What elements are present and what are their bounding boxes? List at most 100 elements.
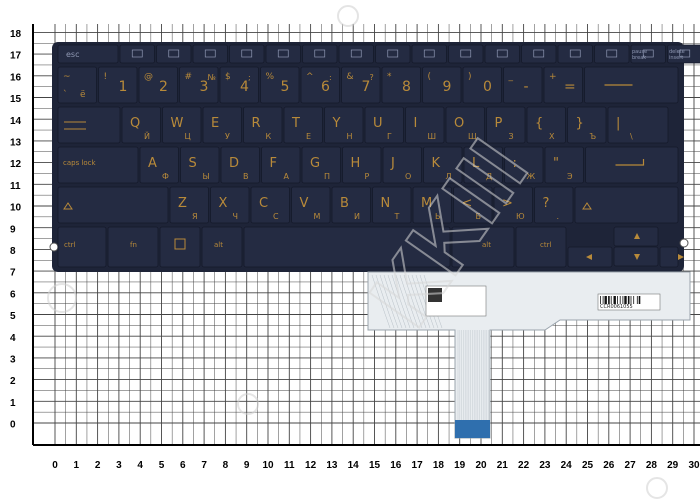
arrow-right-icon	[678, 254, 684, 260]
key-legend: Ш	[428, 132, 437, 141]
function-key	[229, 44, 265, 64]
key-legend: !	[104, 72, 108, 82]
key-letter	[331, 186, 371, 224]
key-letter	[180, 146, 220, 184]
key-legend: |	[616, 116, 620, 131]
key-legend: 5	[281, 79, 290, 95]
key-legend: Б	[476, 212, 482, 221]
key-fn	[107, 226, 159, 268]
x-tick-label: 30	[688, 460, 700, 471]
key-legend: &	[347, 72, 354, 82]
key-legend: `	[63, 89, 68, 100]
x-tick-label: 24	[561, 460, 573, 471]
key-legend: ?	[370, 73, 374, 82]
y-tick-label: 7	[10, 268, 16, 279]
key-legend: Ы	[203, 172, 210, 181]
barcode	[600, 296, 641, 304]
fn-label: fn	[130, 241, 137, 249]
key-legend: П	[324, 172, 330, 181]
key-number	[341, 66, 381, 104]
trace-line	[415, 274, 435, 329]
function-key	[594, 44, 630, 64]
y-tick-label: 17	[10, 51, 22, 62]
key-letter	[139, 146, 179, 184]
x-tick-label: 11	[284, 460, 295, 471]
key-letter	[291, 186, 331, 224]
key-letter	[445, 106, 485, 144]
key-legend: 3	[200, 79, 209, 95]
y-tick-label: 13	[10, 138, 22, 149]
key-legend: Х	[549, 132, 555, 141]
tab-icon	[64, 121, 86, 130]
barcode-bar	[633, 296, 635, 304]
barcode-bar	[617, 296, 618, 304]
function-key	[557, 44, 593, 64]
pause-label: break	[632, 55, 646, 61]
key-legend: )	[468, 72, 472, 82]
function-key	[302, 44, 338, 64]
barcode-bar	[638, 296, 641, 304]
key-letter	[567, 106, 607, 144]
x-tick-label: 7	[201, 460, 207, 471]
key-letter	[364, 106, 404, 144]
key-legend: Ц	[185, 132, 191, 141]
delete-label: insert	[669, 55, 683, 61]
function-key	[119, 44, 155, 64]
windows-icon	[174, 238, 186, 250]
y-tick-label: 18	[10, 29, 22, 40]
barcode-bar	[610, 296, 612, 304]
key-shift-right	[574, 186, 679, 224]
key-tab	[57, 106, 121, 144]
arrow-down-icon	[634, 254, 640, 260]
fn-icon	[387, 49, 399, 58]
trace-line	[411, 274, 431, 329]
key-capslock	[57, 146, 139, 184]
trace-line	[383, 274, 403, 329]
pause-label: pause	[632, 49, 647, 55]
y-tick-label: 11	[10, 181, 21, 192]
esc-label: esc	[66, 50, 80, 59]
key-letter	[382, 146, 422, 184]
y-tick-label: 10	[10, 203, 22, 214]
key-letter	[423, 146, 463, 184]
alt-label: alt	[482, 241, 491, 249]
key-arrow-right	[659, 246, 679, 268]
y-tick-label: 14	[10, 116, 22, 127]
fn-icon	[204, 49, 216, 58]
trace-line	[391, 274, 411, 329]
key-legend: Й	[144, 130, 150, 141]
x-tick-label: 15	[369, 460, 381, 471]
key-legend: 4	[240, 79, 249, 95]
key-legend: А	[284, 172, 290, 181]
key-legend: *	[387, 72, 392, 82]
key-legend: Д	[486, 172, 492, 181]
trace-line	[399, 274, 419, 329]
mount-hole-right	[679, 238, 689, 248]
key-legend: H	[351, 156, 361, 171]
ctrl-label: ctrl	[64, 241, 75, 249]
key-legend: 9	[443, 79, 452, 95]
key-tilde	[57, 66, 97, 104]
function-key	[448, 44, 484, 64]
key-legend: B	[340, 196, 349, 211]
fn-icon	[241, 49, 253, 58]
key-legend: A	[148, 156, 157, 171]
trace-line	[371, 274, 391, 329]
fn-icon	[460, 49, 472, 58]
key-number	[179, 66, 219, 104]
barcode-bar	[602, 296, 604, 304]
key-legend: Ф	[162, 172, 169, 181]
x-tick-label: 21	[497, 460, 509, 471]
barcode-text: CCR0061055	[600, 304, 633, 310]
key-legend: С	[273, 212, 279, 221]
barcode-bar	[636, 296, 638, 304]
x-tick-label: 25	[582, 460, 594, 471]
key-letter	[372, 186, 412, 224]
key-legend: E	[211, 116, 219, 131]
key-number	[219, 66, 259, 104]
key-legend: ;	[248, 73, 251, 82]
key-legend: R	[252, 116, 261, 131]
key-space	[243, 226, 451, 268]
